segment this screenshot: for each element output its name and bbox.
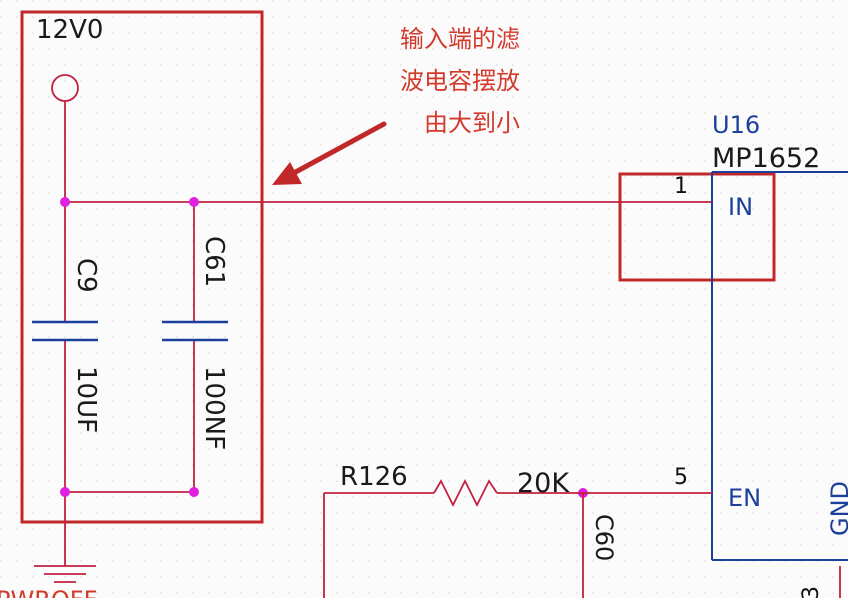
- annotation-line-3: 由大到小: [424, 109, 520, 137]
- annotation-arrow-head: [272, 162, 302, 185]
- junction-dot: [60, 197, 70, 207]
- ic-ref-label: U16: [712, 111, 760, 139]
- c61-ref-label: C61: [199, 236, 229, 287]
- r126-resistor-body: [433, 478, 498, 508]
- junction-dot: [189, 487, 199, 497]
- in-pin-highlight-box: [618, 172, 776, 282]
- c61-value-label: 100NF: [199, 366, 229, 450]
- input-caps-highlight-box: [20, 10, 264, 524]
- c9-ref-label: C9: [71, 258, 101, 293]
- ic-pin-en-name: EN: [728, 484, 761, 512]
- annotation-line-1: 输入端的滤: [400, 25, 520, 53]
- junction-dot: [189, 197, 199, 207]
- r126-value-label: 20K: [517, 468, 570, 499]
- junction-dot: [60, 487, 70, 497]
- c9-value-label: 10UF: [71, 366, 101, 433]
- ground-net-label: PWROFF: [0, 586, 97, 598]
- r126-ref-label: R126: [340, 462, 408, 492]
- ic-pin-in-number: 1: [674, 174, 688, 199]
- ic-part-label: MP1652: [712, 143, 820, 174]
- annotation-arrow-shaft: [289, 121, 387, 177]
- annotation-line-2: 波电容摆放: [400, 67, 520, 95]
- ic-pin-in-name: IN: [728, 193, 753, 221]
- power-net-label: 12V0: [36, 15, 103, 45]
- c60-ref-label: C60: [590, 514, 618, 561]
- ic-pin-3-number: 3: [799, 586, 824, 598]
- ic-pin-gnd-name: GND: [826, 481, 848, 536]
- ic-pin-en-number: 5: [674, 465, 688, 490]
